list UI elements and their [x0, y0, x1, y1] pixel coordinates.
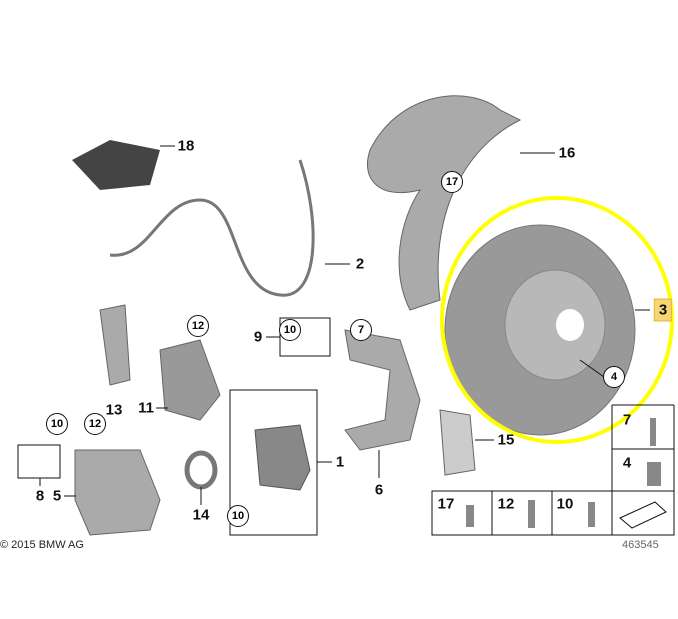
callout-10[interactable]: 10	[556, 495, 574, 513]
callout-3[interactable]: 3	[653, 298, 673, 322]
callout-8[interactable]: 8	[35, 487, 45, 505]
fasteners-table	[431, 404, 675, 536]
callout-17[interactable]: 17	[441, 171, 463, 193]
diagram-number: 463545	[622, 539, 659, 551]
callout-10[interactable]: 10	[46, 413, 68, 435]
callout-18[interactable]: 18	[177, 137, 195, 155]
callout-9[interactable]: 9	[253, 328, 263, 346]
part-1-brake-pads	[254, 424, 311, 491]
callout-5[interactable]: 5	[52, 487, 62, 505]
callout-15[interactable]: 15	[497, 431, 515, 449]
part-14-seal	[184, 450, 218, 490]
callout-11[interactable]: 11	[138, 399, 154, 417]
callout-12[interactable]: 12	[84, 413, 106, 435]
callout-1[interactable]: 1	[335, 453, 345, 471]
part-13-bracket	[99, 304, 131, 386]
part-15-spring	[439, 409, 476, 476]
callout-14[interactable]: 14	[192, 506, 210, 524]
callout-13[interactable]: 13	[105, 401, 123, 419]
callout-12[interactable]: 12	[187, 315, 209, 337]
callout-7[interactable]: 7	[350, 319, 372, 341]
part-5-caliper	[74, 449, 161, 536]
callout-16[interactable]: 16	[558, 144, 576, 162]
part-16-dust-shield	[366, 95, 522, 311]
callout-10[interactable]: 10	[227, 505, 249, 527]
arrow-icon	[619, 501, 667, 529]
part-18-mat	[72, 140, 160, 190]
callout-10[interactable]: 10	[279, 319, 301, 341]
callout-12[interactable]: 12	[497, 495, 515, 513]
copyright: © 2015 BMW AG	[0, 539, 84, 551]
callout-4[interactable]: 4	[603, 366, 625, 388]
callout-2[interactable]: 2	[355, 255, 365, 273]
callout-17[interactable]: 17	[437, 495, 455, 513]
callout-7[interactable]: 7	[622, 411, 632, 429]
callout-4[interactable]: 4	[622, 454, 632, 472]
callout-6[interactable]: 6	[374, 481, 384, 499]
part-6-caliper-carrier	[344, 329, 421, 451]
part-11-actuator	[159, 339, 221, 421]
part-2-sensor-wire	[109, 159, 315, 297]
